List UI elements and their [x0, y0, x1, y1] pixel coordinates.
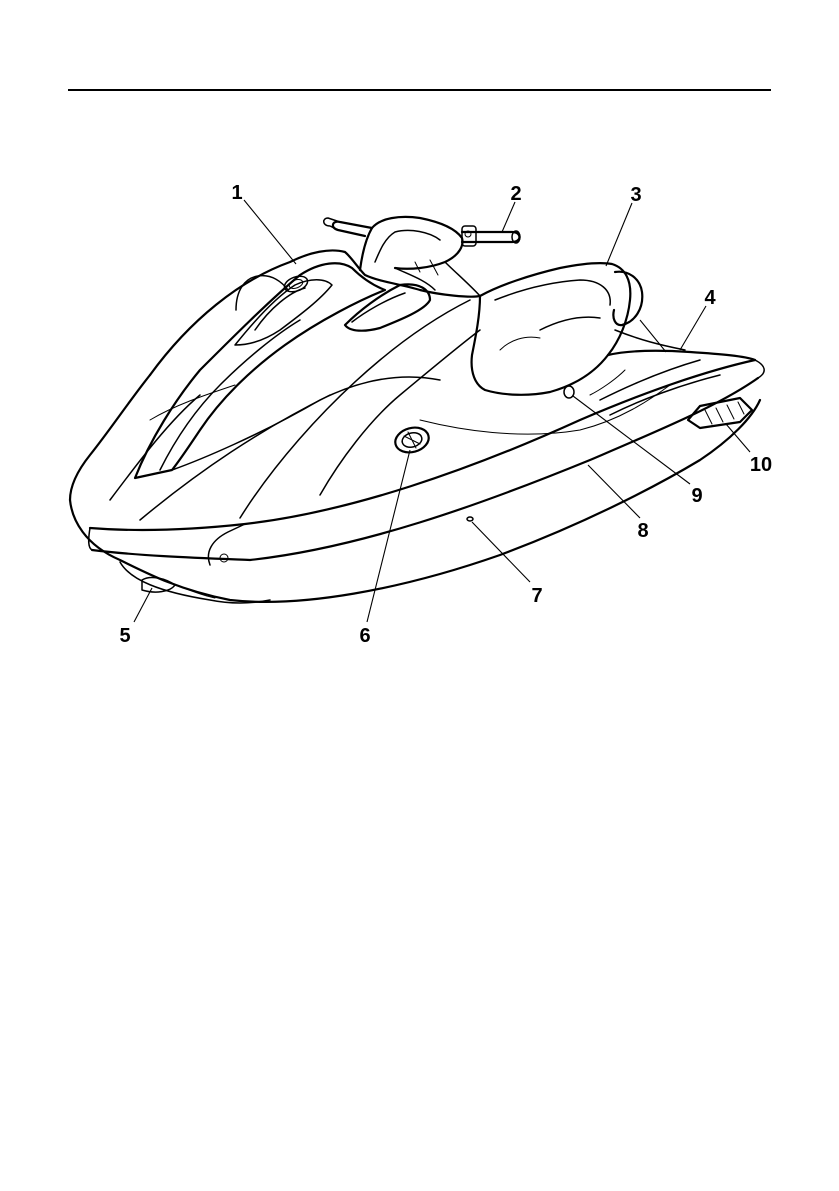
flushing-connector [564, 386, 574, 398]
leader-1 [244, 200, 296, 264]
callout-9: 9 [691, 485, 702, 507]
callout-3: 3 [630, 184, 641, 206]
rub-rail-bottom [92, 378, 758, 560]
left-grip-end [324, 218, 340, 230]
callout-2: 2 [510, 183, 521, 205]
callout-numbers: 1 2 3 4 5 6 7 8 9 10 [119, 182, 772, 647]
leader-4 [680, 306, 706, 350]
leader-4b [640, 320, 666, 352]
bow-tip [70, 375, 150, 500]
seat-contour-2 [540, 317, 600, 330]
seat-contour-3 [500, 337, 540, 350]
pilot-outlet [467, 517, 473, 521]
neck-to-deck [395, 262, 480, 296]
callout-4: 4 [704, 287, 716, 309]
seat-contour-1 [495, 280, 610, 305]
callout-8: 8 [637, 520, 648, 542]
steering-cover [345, 284, 430, 330]
callout-5: 5 [119, 625, 130, 647]
callout-10: 10 [750, 454, 772, 476]
handlebar-neck-inner [375, 230, 440, 262]
left-grip [333, 222, 372, 236]
watercraft-illustration [70, 217, 764, 603]
rub-rail-edge [755, 360, 764, 378]
leader-8 [588, 465, 640, 518]
rear-deck [608, 351, 755, 360]
intake-grate [142, 578, 175, 593]
callout-6: 6 [359, 625, 370, 647]
leader-2 [502, 202, 515, 232]
callout-1: 1 [231, 182, 242, 204]
deck-side-line-1 [172, 377, 440, 470]
leader-7 [472, 522, 530, 582]
leader-3 [606, 203, 632, 266]
callout-7: 7 [531, 585, 542, 607]
deck-outline [150, 250, 480, 375]
leader-5 [134, 588, 152, 622]
